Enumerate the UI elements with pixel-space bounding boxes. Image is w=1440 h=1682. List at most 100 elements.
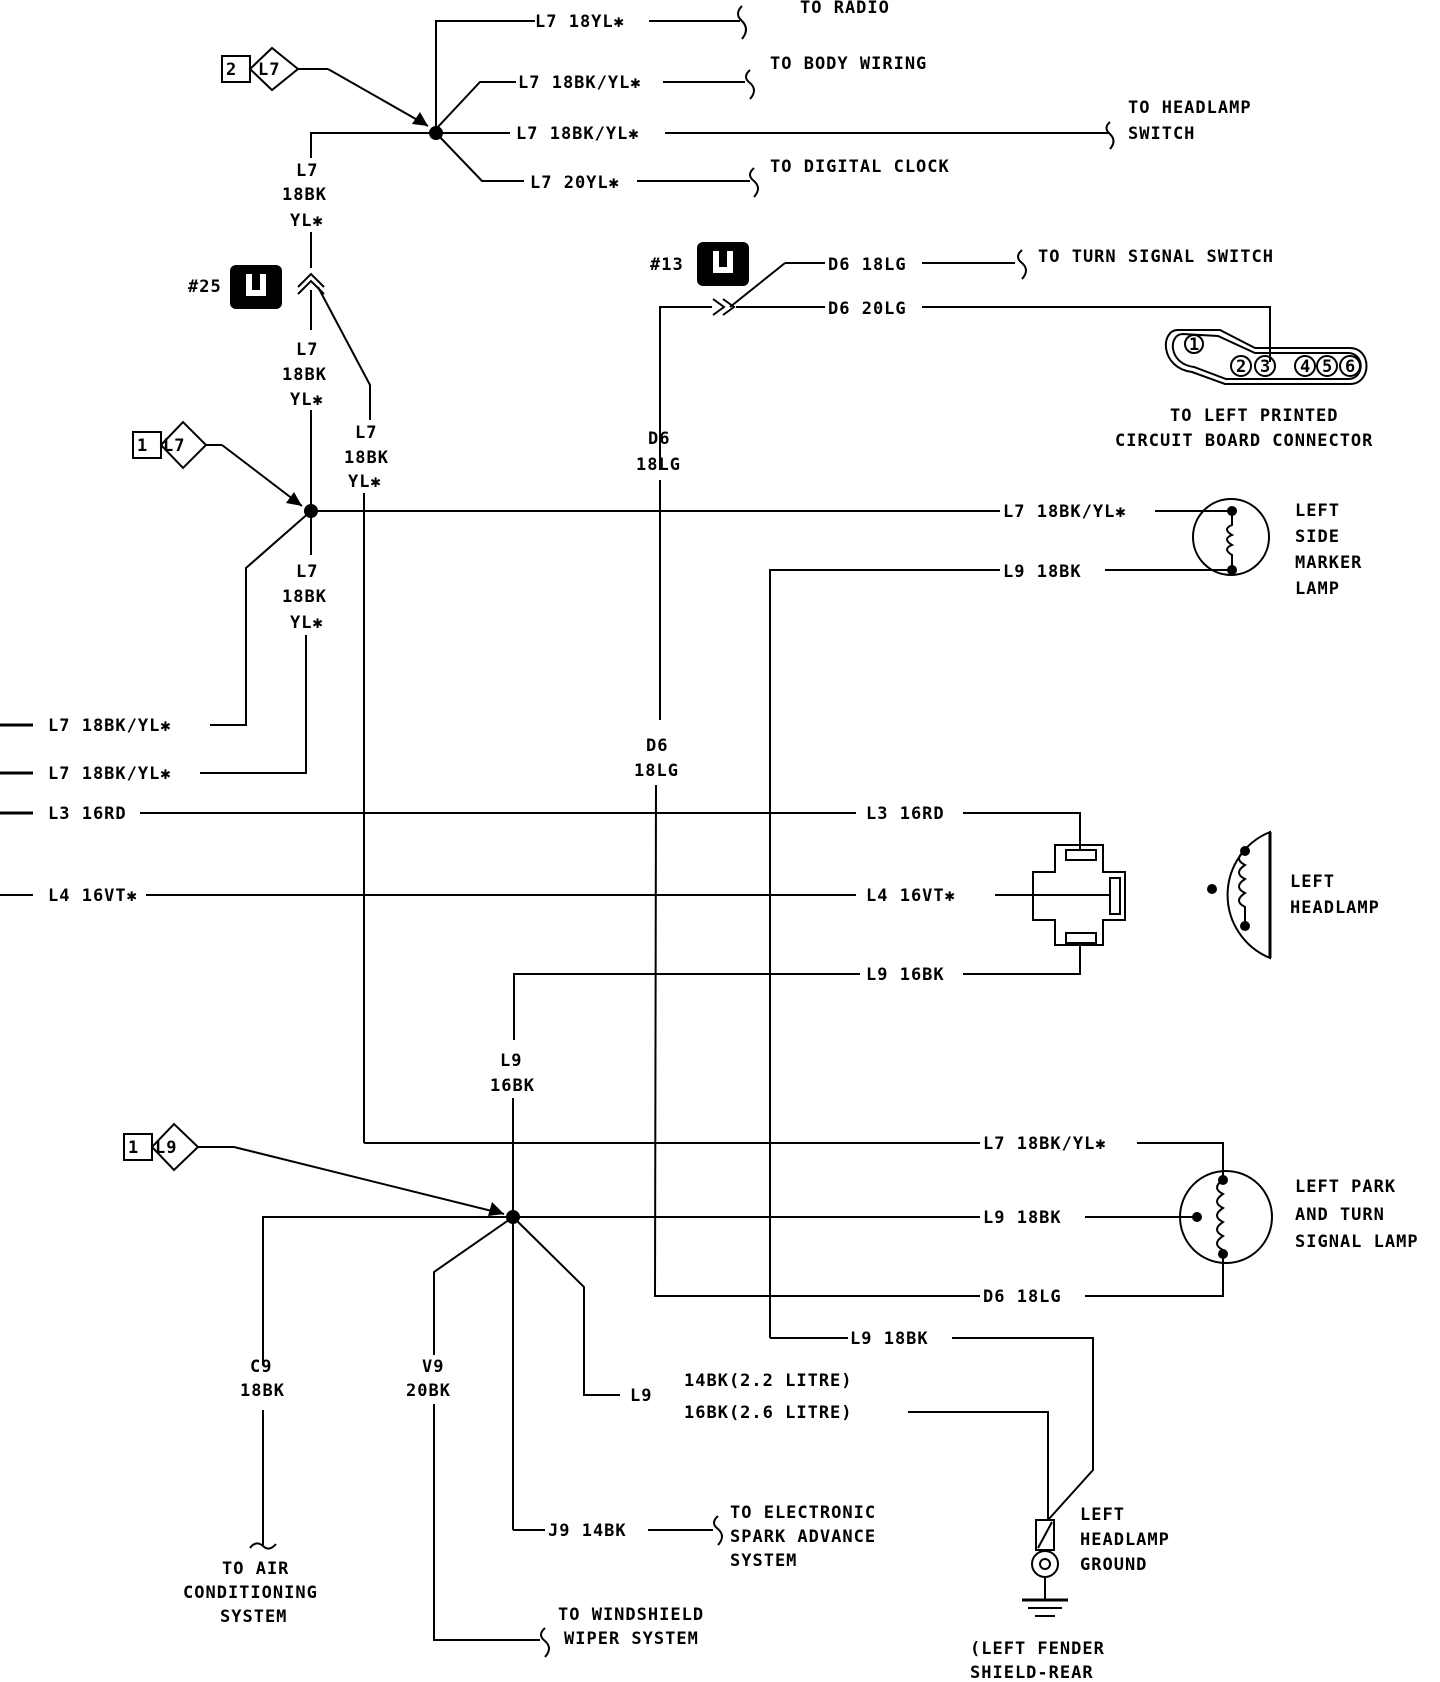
left-side-marker-lamp: L7 18BK/YL✱ L9 18BK LEFT SIDE MARKER LAM… xyxy=(769,498,1362,1338)
connector-25: #25 xyxy=(188,265,325,309)
label-pcb-2: CIRCUIT BOARD CONNECTOR xyxy=(1115,431,1373,451)
top-splice-group: L7 18YL✱ TO RADIO L7 18BK/YL✱ TO BODY WI… xyxy=(310,0,1252,198)
svg-text:18BK: 18BK xyxy=(282,365,327,385)
left-side-wires: L7 18BK/YL✱ L7 18BK/YL✱ L3 16RD L4 16VT✱ xyxy=(0,716,856,906)
svg-text:MARKER: MARKER xyxy=(1295,553,1362,573)
headlamp-connector-icon xyxy=(1032,844,1126,946)
svg-text:L7: L7 xyxy=(355,423,377,443)
wire-break-radio xyxy=(737,5,747,40)
left-park-turn-lamp: L7 18BK/YL✱ L9 18BK D6 18LG LEFT PARK AN… xyxy=(983,1134,1419,1307)
svg-text:18BK: 18BK xyxy=(344,448,389,468)
svg-text:L7: L7 xyxy=(258,60,280,80)
label-l7-body: L7 18BK/YL✱ xyxy=(518,73,642,93)
svg-text:SHIELD-REAR: SHIELD-REAR xyxy=(970,1663,1094,1682)
label-l9-14bk: 14BK(2.2 LITRE) xyxy=(684,1371,853,1391)
svg-text:TO ELECTRONIC: TO ELECTRONIC xyxy=(730,1503,876,1523)
label-left-l7-a: L7 18BK/YL✱ xyxy=(48,716,172,736)
label-to-turn-signal: TO TURN SIGNAL SWITCH xyxy=(1038,247,1274,267)
svg-text:L9: L9 xyxy=(500,1051,522,1071)
bottom-splice xyxy=(262,1210,980,1531)
label-l9-main: L9 xyxy=(630,1386,652,1406)
label-d6-20lg: D6 20LG xyxy=(828,299,907,319)
label-j9: J9 14BK xyxy=(548,1521,627,1541)
svg-text:18LG: 18LG xyxy=(636,455,681,475)
svg-text:4: 4 xyxy=(1300,357,1311,377)
svg-text:1: 1 xyxy=(128,1138,139,1158)
svg-text:(LEFT FENDER: (LEFT FENDER xyxy=(970,1639,1105,1659)
label-to-body-wiring: TO BODY WIRING xyxy=(770,54,927,74)
svg-text:D6: D6 xyxy=(646,736,668,756)
label-hl-l3: L3 16RD xyxy=(866,804,945,824)
label-hl-l4: L4 16VT✱ xyxy=(866,886,956,906)
d6-vertical-wire: D6 18LG D6 18LG xyxy=(634,429,980,1297)
park-lamp-icon xyxy=(1179,1170,1273,1264)
l9-vertical-wire: L9 16BK xyxy=(490,973,860,1216)
bottom-destinations: C9 18BK TO AIR CONDITIONING SYSTEM V9 20… xyxy=(183,1357,876,1658)
svg-text:SIGNAL LAMP: SIGNAL LAMP xyxy=(1295,1232,1419,1252)
svg-text:L9: L9 xyxy=(155,1138,177,1158)
headlamp-icon xyxy=(1226,830,1271,960)
svg-text:HEADLAMP: HEADLAMP xyxy=(1080,1530,1170,1550)
svg-text:V9: V9 xyxy=(422,1357,444,1377)
label-marker-l9: L9 18BK xyxy=(1003,562,1082,582)
svg-text:SYSTEM: SYSTEM xyxy=(220,1607,287,1627)
svg-text:L7: L7 xyxy=(296,562,318,582)
svg-text:WIPER SYSTEM: WIPER SYSTEM xyxy=(564,1629,699,1649)
label-pcb-1: TO LEFT PRINTED xyxy=(1170,406,1339,426)
middle-splice-l7: L7 18BK YL✱ xyxy=(200,504,1000,774)
label-to-radio: TO RADIO xyxy=(800,0,890,18)
svg-text:SPARK ADVANCE: SPARK ADVANCE xyxy=(730,1527,876,1547)
svg-text:2: 2 xyxy=(226,60,237,80)
svg-text:LEFT: LEFT xyxy=(1290,872,1335,892)
svg-text:18BK: 18BK xyxy=(240,1381,285,1401)
svg-text:TO WINDSHIELD: TO WINDSHIELD xyxy=(558,1605,704,1625)
label-left-l3: L3 16RD xyxy=(48,804,127,824)
svg-text:1: 1 xyxy=(137,436,148,456)
label-to-headlamp: TO HEADLAMP xyxy=(1128,98,1252,118)
svg-text:SYSTEM: SYSTEM xyxy=(730,1551,797,1571)
svg-text:5: 5 xyxy=(1322,357,1333,377)
label-l7-18yl: L7 18YL✱ xyxy=(535,12,625,32)
svg-text:L7: L7 xyxy=(296,340,318,360)
svg-text:LEFT PARK: LEFT PARK xyxy=(1295,1177,1396,1197)
ground-wires: L9 18BK L9 14BK(2.2 LITRE) 16BK(2.6 LITR… xyxy=(630,1329,1094,1521)
svg-text:YL✱: YL✱ xyxy=(348,472,382,492)
label-c25: #25 xyxy=(188,277,222,297)
left-headlamp-ground: LEFT HEADLAMP GROUND (LEFT FENDER SHIELD… xyxy=(970,1505,1170,1682)
left-pcb-connector: 1 2 3 4 5 6 TO LEFT PRINTED CIRCUIT BOAR… xyxy=(1115,329,1373,451)
svg-text:C9: C9 xyxy=(250,1357,272,1377)
label-to-digital-clock: TO DIGITAL CLOCK xyxy=(770,157,950,177)
svg-text:3: 3 xyxy=(1260,357,1271,377)
label-left-l7-b: L7 18BK/YL✱ xyxy=(48,764,172,784)
svg-text:YL✱: YL✱ xyxy=(290,613,324,633)
svg-text:HEADLAMP: HEADLAMP xyxy=(1290,898,1380,918)
marker-lamp-icon xyxy=(1192,498,1270,576)
label-park-l9: L9 18BK xyxy=(983,1208,1062,1228)
svg-text:CONDITIONING: CONDITIONING xyxy=(183,1583,318,1603)
label-switch: SWITCH xyxy=(1128,124,1195,144)
svg-text:GROUND: GROUND xyxy=(1080,1555,1147,1575)
label-marker-l7: L7 18BK/YL✱ xyxy=(1003,502,1127,522)
svg-text:16BK: 16BK xyxy=(490,1076,535,1096)
left-headlamp-connector: L3 16RD L4 16VT✱ L9 16BK LEFT HEADLAMP xyxy=(866,804,1380,985)
svg-text:18LG: 18LG xyxy=(634,761,679,781)
connector-13: #13 D6 18LG TO TURN SIGNAL SWITCH D6 20L… xyxy=(650,242,1274,470)
connector-1-l7: 1 L7 xyxy=(132,420,303,507)
svg-text:2: 2 xyxy=(1236,357,1247,377)
label-left-l4: L4 16VT✱ xyxy=(48,886,138,906)
svg-text:SIDE: SIDE xyxy=(1295,527,1340,547)
label-l7-headlamp: L7 18BK/YL✱ xyxy=(516,124,640,144)
connector-1-l9: 1 L9 xyxy=(123,1122,505,1216)
svg-text:LAMP: LAMP xyxy=(1295,579,1340,599)
vertical-l7-labels-a: L7 18BK YL✱ xyxy=(282,161,326,268)
svg-text:20BK: 20BK xyxy=(406,1381,451,1401)
label-l7-20yl: L7 20YL✱ xyxy=(530,173,620,193)
svg-text:AND TURN: AND TURN xyxy=(1295,1205,1385,1225)
label-hl-l9: L9 16BK xyxy=(866,965,945,985)
wire-to-radio xyxy=(435,20,535,129)
svg-text:LEFT: LEFT xyxy=(1080,1505,1125,1525)
connector-2-l7: 2 L7 xyxy=(221,46,429,127)
label-park-d6: D6 18LG xyxy=(983,1287,1062,1307)
